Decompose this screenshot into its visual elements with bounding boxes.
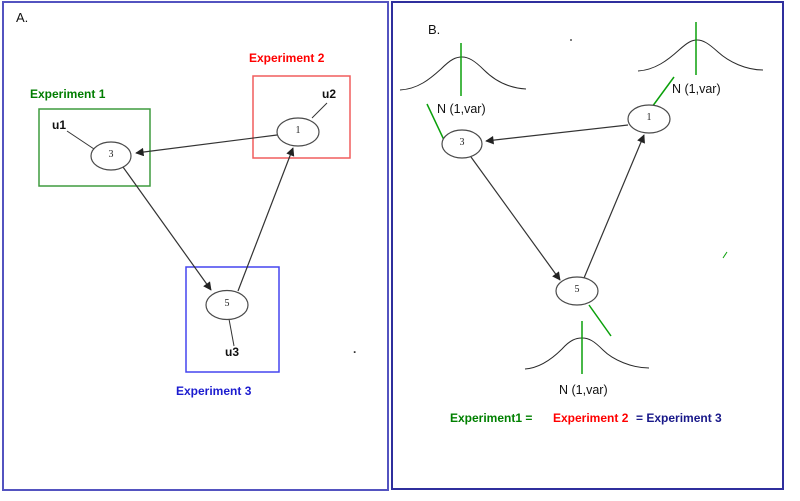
legend-experiment-1: Experiment1 = [450, 411, 533, 425]
experiment-2-header: Experiment 2 [249, 51, 325, 65]
experiment-3-header: Experiment 3 [176, 384, 252, 398]
panel-b-title: B. [428, 22, 441, 37]
node-b-5-label: 5 [574, 284, 580, 295]
node-b-1-label: 1 [646, 112, 652, 123]
edge-b-1-to-3 [485, 124, 629, 145]
legend-experiment-2: Experiment 2 [553, 411, 629, 425]
distribution-label-node1: N (1,var) [672, 82, 721, 96]
node-b-3 [441, 129, 483, 159]
stray-green-tick [722, 251, 728, 259]
node-b-1 [627, 104, 671, 134]
edge-a-1-to-3 [135, 134, 278, 157]
node-a-5-label: 5 [224, 298, 230, 309]
node-b-3-label: 3 [459, 137, 465, 148]
experiment-1-box [38, 108, 151, 187]
u1-label: u1 [52, 118, 67, 132]
stray-dot-b [570, 39, 572, 41]
u1-leader-line [66, 130, 95, 150]
edge-b-5-to-1 [583, 134, 645, 279]
u3-label: u3 [225, 345, 240, 359]
u3-leader-line [228, 318, 235, 347]
node-a-3-label: 3 [108, 149, 114, 160]
legend-experiment-3: = Experiment 3 [636, 411, 722, 425]
edge-a-3-to-5 [122, 166, 212, 291]
experiment-3-box [185, 266, 280, 373]
u2-label: u2 [322, 87, 337, 101]
green-leader-node1 [651, 76, 675, 108]
panel-a-frame [2, 1, 389, 491]
gaussian-curve-node1 [637, 39, 764, 72]
experiment-1-header: Experiment 1 [30, 87, 106, 101]
node-a-1-label: 1 [295, 125, 301, 136]
experiment-2-box [252, 75, 351, 159]
panel-a-title: A. [16, 10, 29, 25]
edge-b-3-to-5 [470, 156, 561, 281]
gaussian-curve-node3 [399, 56, 527, 91]
stray-dot-a: . [353, 342, 357, 356]
green-leader-node5 [588, 304, 612, 337]
panel-b-frame [391, 1, 784, 490]
node-a-1 [276, 117, 320, 147]
gaussian-curve-node5 [524, 337, 650, 370]
node-a-5 [205, 289, 249, 321]
node-b-5 [555, 276, 599, 306]
distribution-label-node3: N (1,var) [437, 102, 486, 116]
edge-a-5-to-1 [237, 147, 295, 292]
green-leader-node3 [426, 103, 445, 141]
distribution-label-node5: N (1,var) [559, 383, 608, 397]
node-a-3 [90, 141, 132, 171]
u2-leader-line [311, 102, 328, 119]
